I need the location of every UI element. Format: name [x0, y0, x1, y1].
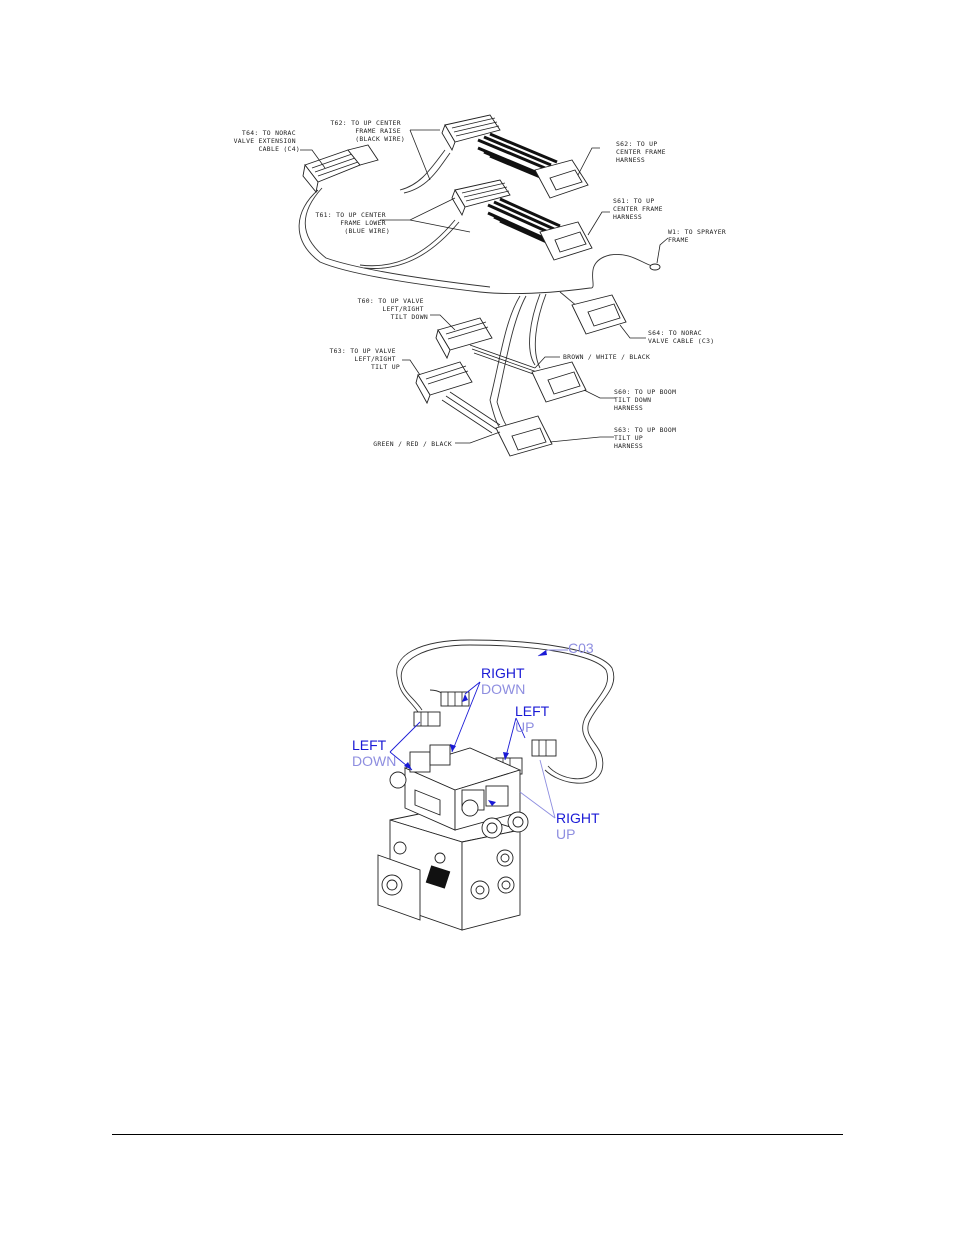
label-t64: T64: TO NORAC VALVE EXTENSION CABLE (C4): [234, 129, 300, 153]
connector-t64: [302, 144, 379, 194]
label-s62: S62: TO UP CENTER FRAME HARNESS: [616, 140, 670, 164]
label-left-down-1: LEFT: [352, 737, 387, 753]
connector-t60: [435, 317, 540, 377]
connector-s61: [539, 221, 593, 261]
valve-leaders: [389, 649, 568, 819]
connector-s64: [571, 294, 627, 335]
harness-diagram: T64: TO NORAC VALVE EXTENSION CABLE (C4)…: [234, 114, 730, 457]
label-s64: S64: TO NORAC VALVE CABLE (C3): [648, 329, 714, 345]
label-green-red-black: GREEN / RED / BLACK: [373, 440, 452, 448]
connector-right-up-outer: [531, 739, 557, 757]
harness-leaders: [300, 129, 669, 444]
label-t60: T60: TO UP VALVE LEFT/RIGHT TILT DOWN: [357, 297, 428, 321]
label-left-down-2: DOWN: [352, 753, 396, 769]
connector-s63: [495, 415, 553, 457]
footer-rule: [112, 1134, 843, 1135]
label-t61: T61: TO UP CENTER FRAME LOWER (BLUE WIRE…: [315, 211, 390, 235]
valve-labels: C03 RIGHT DOWN LEFT UP LEFT DOWN RIGHT U…: [352, 640, 600, 842]
connector-t61: [451, 179, 511, 217]
valve-diagram: C03 RIGHT DOWN LEFT UP LEFT DOWN RIGHT U…: [352, 639, 615, 931]
connector-s62: [534, 159, 589, 199]
label-s60: S60: TO UP BOOM TILT DOWN HARNESS: [614, 388, 680, 412]
connector-t63: [415, 361, 501, 434]
wires-t62-s62: [477, 132, 558, 186]
label-c03: C03: [568, 640, 594, 656]
label-right-up-1: RIGHT: [556, 810, 600, 826]
connector-t62: [441, 114, 501, 152]
valve-solenoids: [389, 744, 529, 839]
connector-right-down: [440, 691, 470, 707]
label-t63: T63: TO UP VALVE LEFT/RIGHT TILT UP: [329, 347, 400, 371]
connector-left-down-upper: [413, 711, 441, 727]
label-left-up-1: LEFT: [515, 703, 550, 719]
harness-labels: T64: TO NORAC VALVE EXTENSION CABLE (C4)…: [234, 119, 730, 450]
label-right-down-2: DOWN: [481, 681, 525, 697]
terminal-w1: [649, 263, 661, 271]
label-w1: W1: TO SPRAYER FRAME: [668, 228, 730, 244]
label-right-up-2: UP: [556, 826, 575, 842]
label-t62: T62: TO UP CENTER FRAME RAISE (BLACK WIR…: [330, 119, 405, 143]
label-right-down-1: RIGHT: [481, 665, 525, 681]
label-left-up-2: UP: [515, 719, 534, 735]
connector-s60: [531, 361, 587, 403]
label-s61: S61: TO UP CENTER FRAME HARNESS: [613, 197, 667, 221]
label-brown-white-black: BROWN / WHITE / BLACK: [563, 353, 650, 361]
label-s63: S63: TO UP BOOM TILT UP HARNESS: [614, 426, 680, 450]
